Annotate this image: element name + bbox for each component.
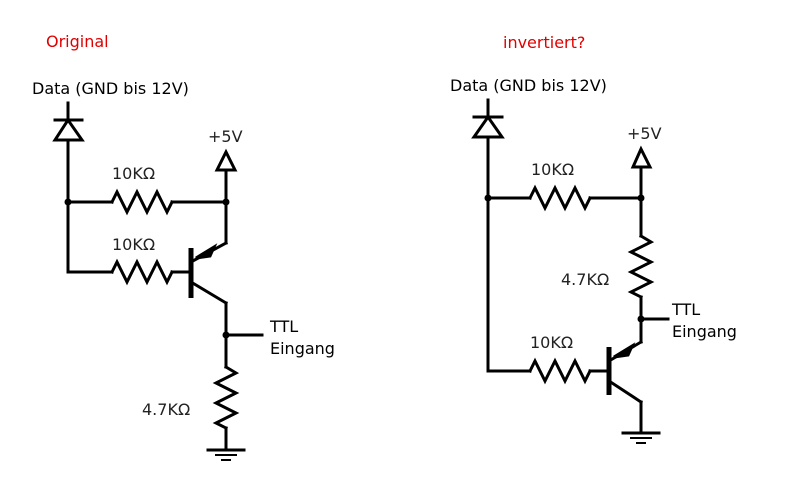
left-resistor-top <box>66 188 228 216</box>
right-ground-symbol <box>621 431 661 444</box>
right-ttl-label: TTL <box>671 300 700 319</box>
left-circuit: Original Data (GND bis 12V) +5V 10KΩ 10K… <box>32 32 335 461</box>
right-r-base-label: 10KΩ <box>530 333 573 352</box>
right-diode <box>471 98 505 373</box>
right-vcc-label: +5V <box>627 124 662 143</box>
right-eingang-label: Eingang <box>672 322 737 341</box>
left-r-top-label: 10KΩ <box>112 164 155 183</box>
left-transistor <box>188 240 229 369</box>
right-r-collector-label: 4.7KΩ <box>561 270 609 289</box>
left-junction-1 <box>64 198 72 206</box>
right-vcc-symbol <box>630 145 653 169</box>
left-r-emitter-label: 4.7KΩ <box>142 400 190 419</box>
left-r-base-label: 10KΩ <box>112 235 155 254</box>
left-ground-symbol <box>206 448 246 461</box>
left-resistor-4k7 <box>212 364 240 452</box>
left-resistor-base <box>66 258 193 286</box>
right-junction-1 <box>484 194 492 202</box>
right-data-label: Data (GND bis 12V) <box>450 76 607 95</box>
right-transistor <box>606 339 644 435</box>
left-title: Original <box>46 32 109 51</box>
left-vcc-symbol <box>214 148 238 172</box>
right-title: invertiert? <box>503 33 585 52</box>
left-data-label: Data (GND bis 12V) <box>32 79 189 98</box>
right-resistor-4k7 <box>627 233 655 344</box>
left-junction-2 <box>222 198 230 206</box>
right-resistor-top <box>486 184 643 212</box>
left-eingang-label: Eingang <box>270 339 335 358</box>
right-circuit: invertiert? Data (GND bis 12V) +5V 10KΩ … <box>450 33 737 444</box>
right-resistor-base <box>486 357 611 385</box>
left-ttl-label: TTL <box>269 317 298 336</box>
right-junction-2 <box>637 194 645 202</box>
left-diode <box>52 101 85 274</box>
left-vcc-label: +5V <box>208 127 243 146</box>
right-r-top-label: 10KΩ <box>531 160 574 179</box>
